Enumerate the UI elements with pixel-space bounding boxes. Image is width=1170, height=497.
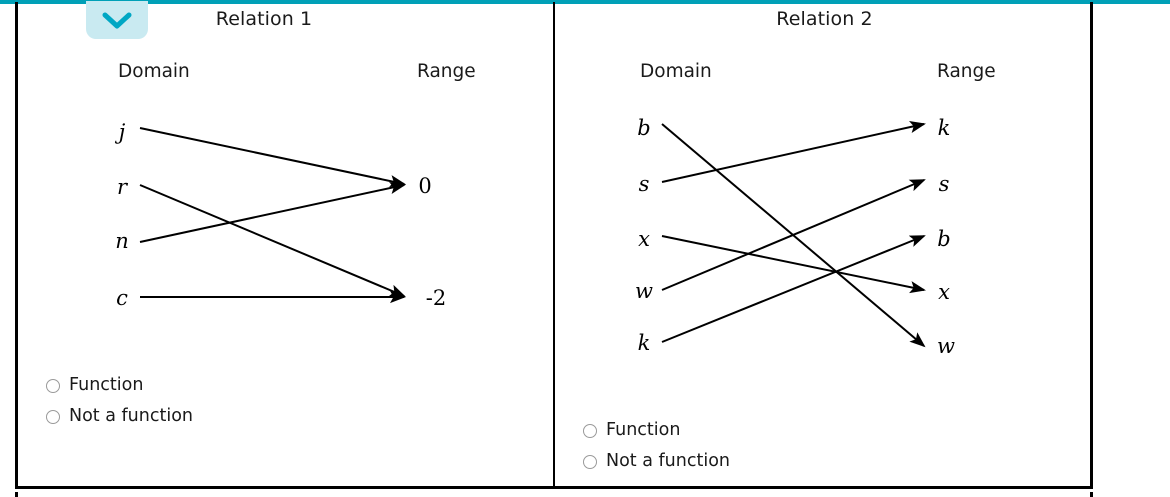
range-node-2-3: x — [938, 280, 950, 304]
radio-icon[interactable] — [583, 454, 597, 469]
choice-group-2: Function Not a function — [583, 415, 730, 477]
arrow-r-to-neg2 — [139, 184, 406, 297]
domain-node-1-1: r — [116, 175, 128, 199]
choice-label: Function — [606, 419, 681, 440]
choice-function-2[interactable]: Function — [583, 415, 730, 446]
radio-icon[interactable] — [46, 378, 60, 393]
choice-label: Not a function — [69, 405, 193, 426]
domain-node-2-4: k — [637, 331, 651, 355]
relation-panel-2: Relation 2 Domain Range b s x w k k s b — [556, 2, 1093, 487]
domain-node-1-2: n — [115, 229, 129, 253]
domain-node-1-3: c — [116, 286, 128, 310]
relation-panel-1: Relation 1 Domain Range j r n c 0 -2 — [18, 2, 553, 487]
choice-not-a-function-1[interactable]: Not a function — [46, 401, 193, 432]
next-row-frame — [15, 492, 1093, 497]
arrow-x-to-x — [661, 235, 926, 294]
chevron-down-icon — [102, 12, 132, 29]
range-header-1: Range — [417, 61, 476, 82]
domain-node-2-0: b — [637, 116, 651, 140]
column-divider — [553, 2, 555, 487]
arrow-j-to-0 — [139, 127, 406, 188]
domain-node-2-2: x — [638, 227, 650, 251]
panel-title-1: Relation 1 — [215, 8, 313, 30]
choice-function-1[interactable]: Function — [46, 370, 193, 401]
choice-group-1: Function Not a function — [46, 370, 193, 432]
domain-node-2-3: w — [635, 279, 653, 303]
choice-label: Not a function — [606, 450, 730, 471]
radio-icon[interactable] — [46, 409, 60, 424]
range-node-2-1: s — [938, 172, 950, 196]
arrow-n-to-0 — [139, 181, 406, 243]
arrow-k-to-b — [661, 235, 926, 343]
range-node-2-2: b — [937, 227, 951, 251]
mapping-diagram-1 — [139, 127, 406, 304]
accent-rule — [0, 0, 1170, 4]
domain-node-1-0: j — [118, 120, 126, 144]
arrow-s-to-k — [661, 121, 926, 183]
domain-header-2: Domain — [640, 61, 712, 82]
range-node-1-1: -2 — [425, 286, 447, 310]
domain-header-1: Domain — [118, 61, 190, 82]
radio-icon[interactable] — [583, 423, 597, 438]
range-node-2-0: k — [937, 116, 951, 140]
choice-not-a-function-2[interactable]: Not a function — [583, 446, 730, 477]
mapping-diagram-2 — [661, 121, 926, 348]
choice-label: Function — [69, 374, 144, 395]
range-header-2: Range — [937, 61, 996, 82]
range-node-1-0: 0 — [418, 174, 432, 198]
arrow-w-to-s — [661, 179, 926, 291]
domain-node-2-1: s — [638, 172, 650, 196]
row-divider — [15, 486, 1093, 489]
collapse-chevron-button[interactable] — [86, 1, 148, 39]
panel-title-2: Relation 2 — [776, 8, 873, 30]
range-node-2-4: w — [937, 334, 955, 358]
relations-table-frame — [15, 2, 1093, 487]
